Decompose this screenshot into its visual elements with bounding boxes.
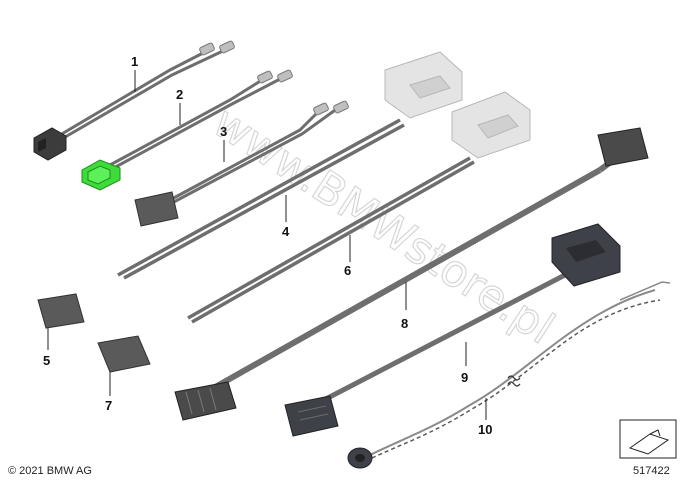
part-number-text: 517422: [633, 465, 670, 477]
part-3-cable[interactable]: [134, 100, 349, 227]
callout-9: 9: [461, 370, 468, 385]
callout-7: 7: [105, 398, 112, 413]
callout-4: 4: [282, 224, 290, 239]
callout-6: 6: [344, 263, 351, 278]
part-10-cable[interactable]: [347, 281, 671, 469]
callout-5: 5: [43, 353, 50, 368]
callout-10: 10: [478, 422, 492, 437]
part-9-cable[interactable]: [284, 223, 621, 437]
orientation-box: [619, 419, 677, 459]
copyright-text: © 2021 BMW AG: [8, 465, 92, 477]
part-8-cable[interactable]: [174, 127, 649, 421]
callout-2: 2: [176, 87, 183, 102]
part-6-cable[interactable]: [187, 91, 531, 324]
callout-3: 3: [220, 124, 227, 139]
callout-1: 1: [131, 54, 138, 69]
callout-8: 8: [401, 316, 408, 331]
part-1-cable[interactable]: [33, 40, 235, 161]
part-7-pad[interactable]: [97, 335, 151, 373]
part-5-pad[interactable]: [37, 293, 85, 329]
part-2-cable[interactable]: [81, 69, 293, 191]
part-4-cable[interactable]: [117, 51, 463, 280]
